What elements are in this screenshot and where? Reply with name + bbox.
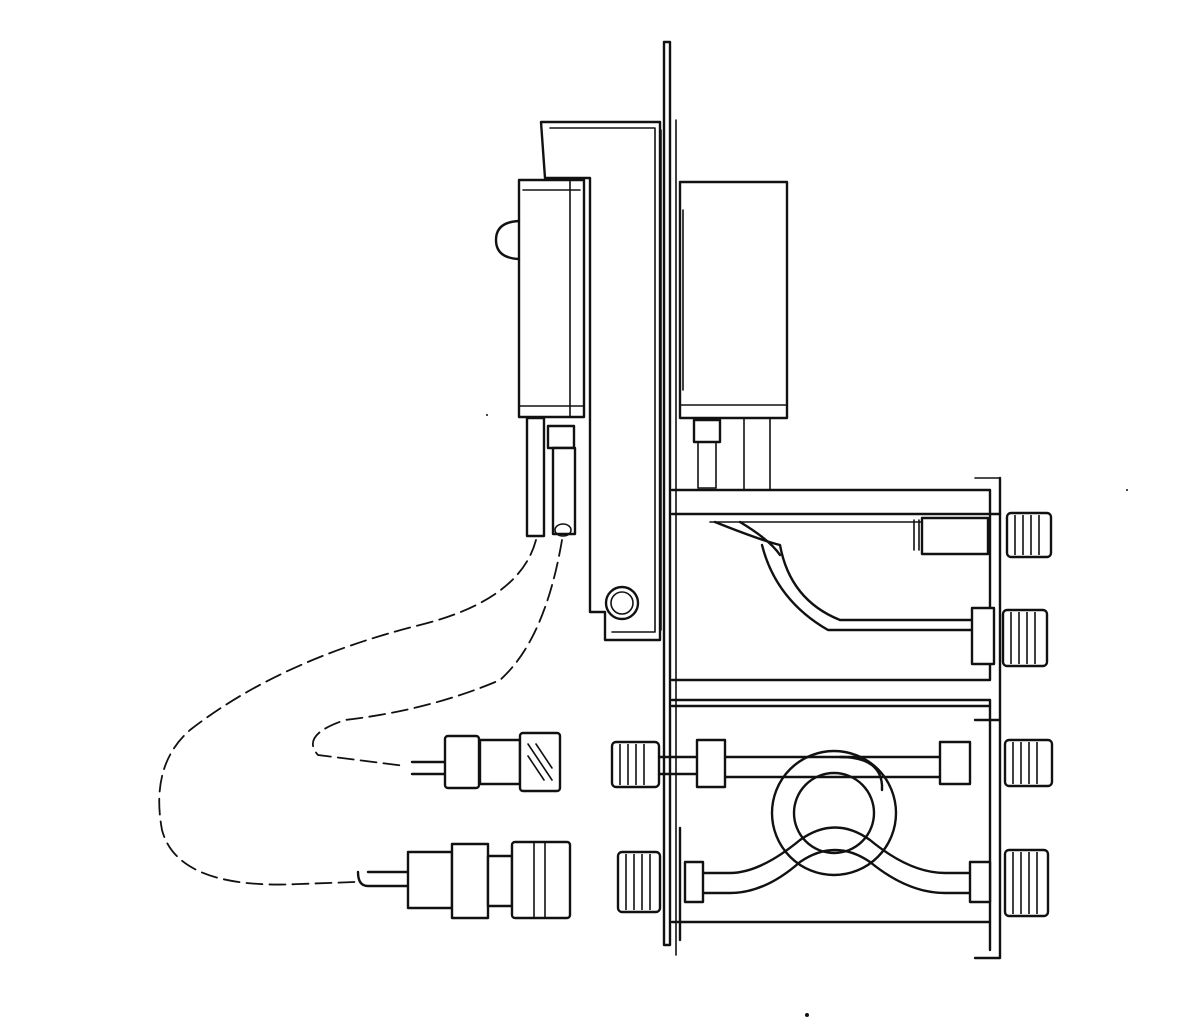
left-lead-fitting	[551, 446, 577, 536]
panel-connector-lower-left	[610, 740, 699, 789]
speck	[486, 414, 488, 416]
right-component-body	[678, 180, 789, 491]
bracket-bolt	[604, 585, 640, 621]
round-component	[770, 749, 898, 877]
panel-connector-upper-right	[1005, 511, 1053, 559]
left-lead-tube	[525, 416, 546, 538]
cable-plug-lower	[356, 840, 572, 920]
speck	[805, 1013, 809, 1017]
upper-box-assembly	[670, 476, 1002, 722]
panel-connector-mid-right	[1001, 608, 1049, 668]
mounting-plate	[660, 40, 677, 956]
left-component-body	[494, 178, 586, 538]
panel-connector-bottom-right	[1003, 848, 1050, 918]
panel-connector-lower-right	[1003, 738, 1054, 788]
speck	[1126, 489, 1128, 491]
cable-run-outer	[158, 539, 537, 886]
cable-runs	[158, 539, 563, 886]
lower-box-assembly	[670, 698, 1002, 960]
cable-run-inner	[312, 539, 563, 767]
side-knob	[494, 219, 521, 261]
mounting-bracket	[539, 120, 662, 642]
cable-plug-upper	[410, 731, 562, 793]
panel-connector-bottom-left	[616, 850, 662, 914]
